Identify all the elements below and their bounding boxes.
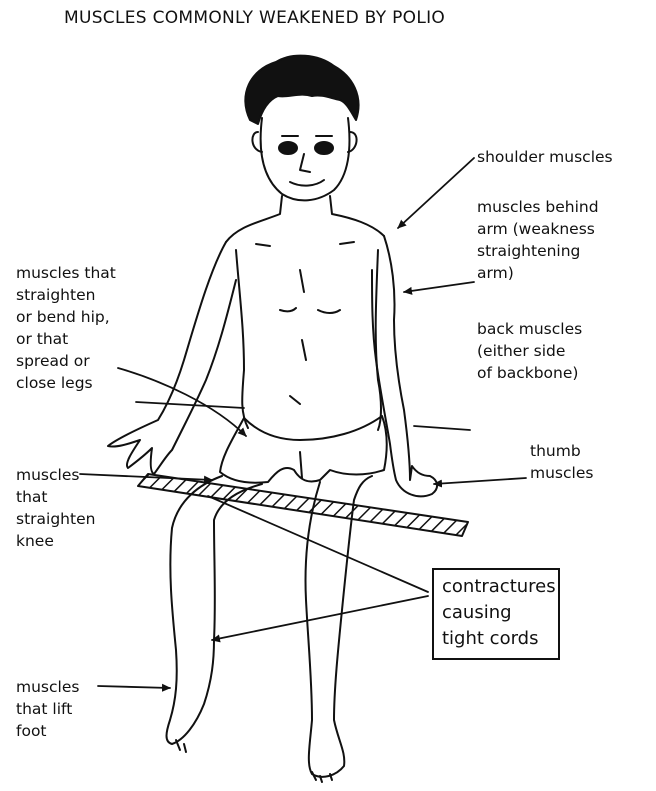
left-arm [108, 242, 236, 474]
label-hip-muscles: muscles that straighten or bend hip, or … [16, 262, 116, 394]
hair [245, 56, 358, 124]
label-knee-muscles: muscles that straighten knee [16, 464, 95, 552]
arrow-behind-arm [404, 282, 474, 292]
right-arm [372, 236, 437, 496]
arrow-foot [98, 686, 170, 688]
label-muscles-behind-arm: muscles behind arm (weakness straighteni… [477, 196, 599, 284]
arrow-thumb [434, 478, 526, 484]
torso [226, 196, 384, 430]
label-foot-muscles: muscles that lift foot [16, 676, 79, 742]
shorts [220, 416, 387, 483]
label-back-muscles: back muscles (either side of backbone) [477, 318, 582, 384]
label-shoulder-muscles: shoulder muscles [477, 146, 613, 168]
arrow-shoulder [398, 158, 474, 228]
arrow-contracture-b [212, 596, 428, 640]
label-thumb-muscles: thumb muscles [530, 440, 593, 484]
diagram-title: MUSCLES COMMONLY WEAKENED BY POLIO [64, 8, 445, 28]
label-contractures: contractures causing tight cords [432, 568, 560, 660]
left-leg [167, 476, 263, 744]
head [261, 118, 350, 200]
line-back-right [414, 426, 470, 430]
line-back-left [136, 402, 244, 408]
bench [138, 474, 468, 536]
